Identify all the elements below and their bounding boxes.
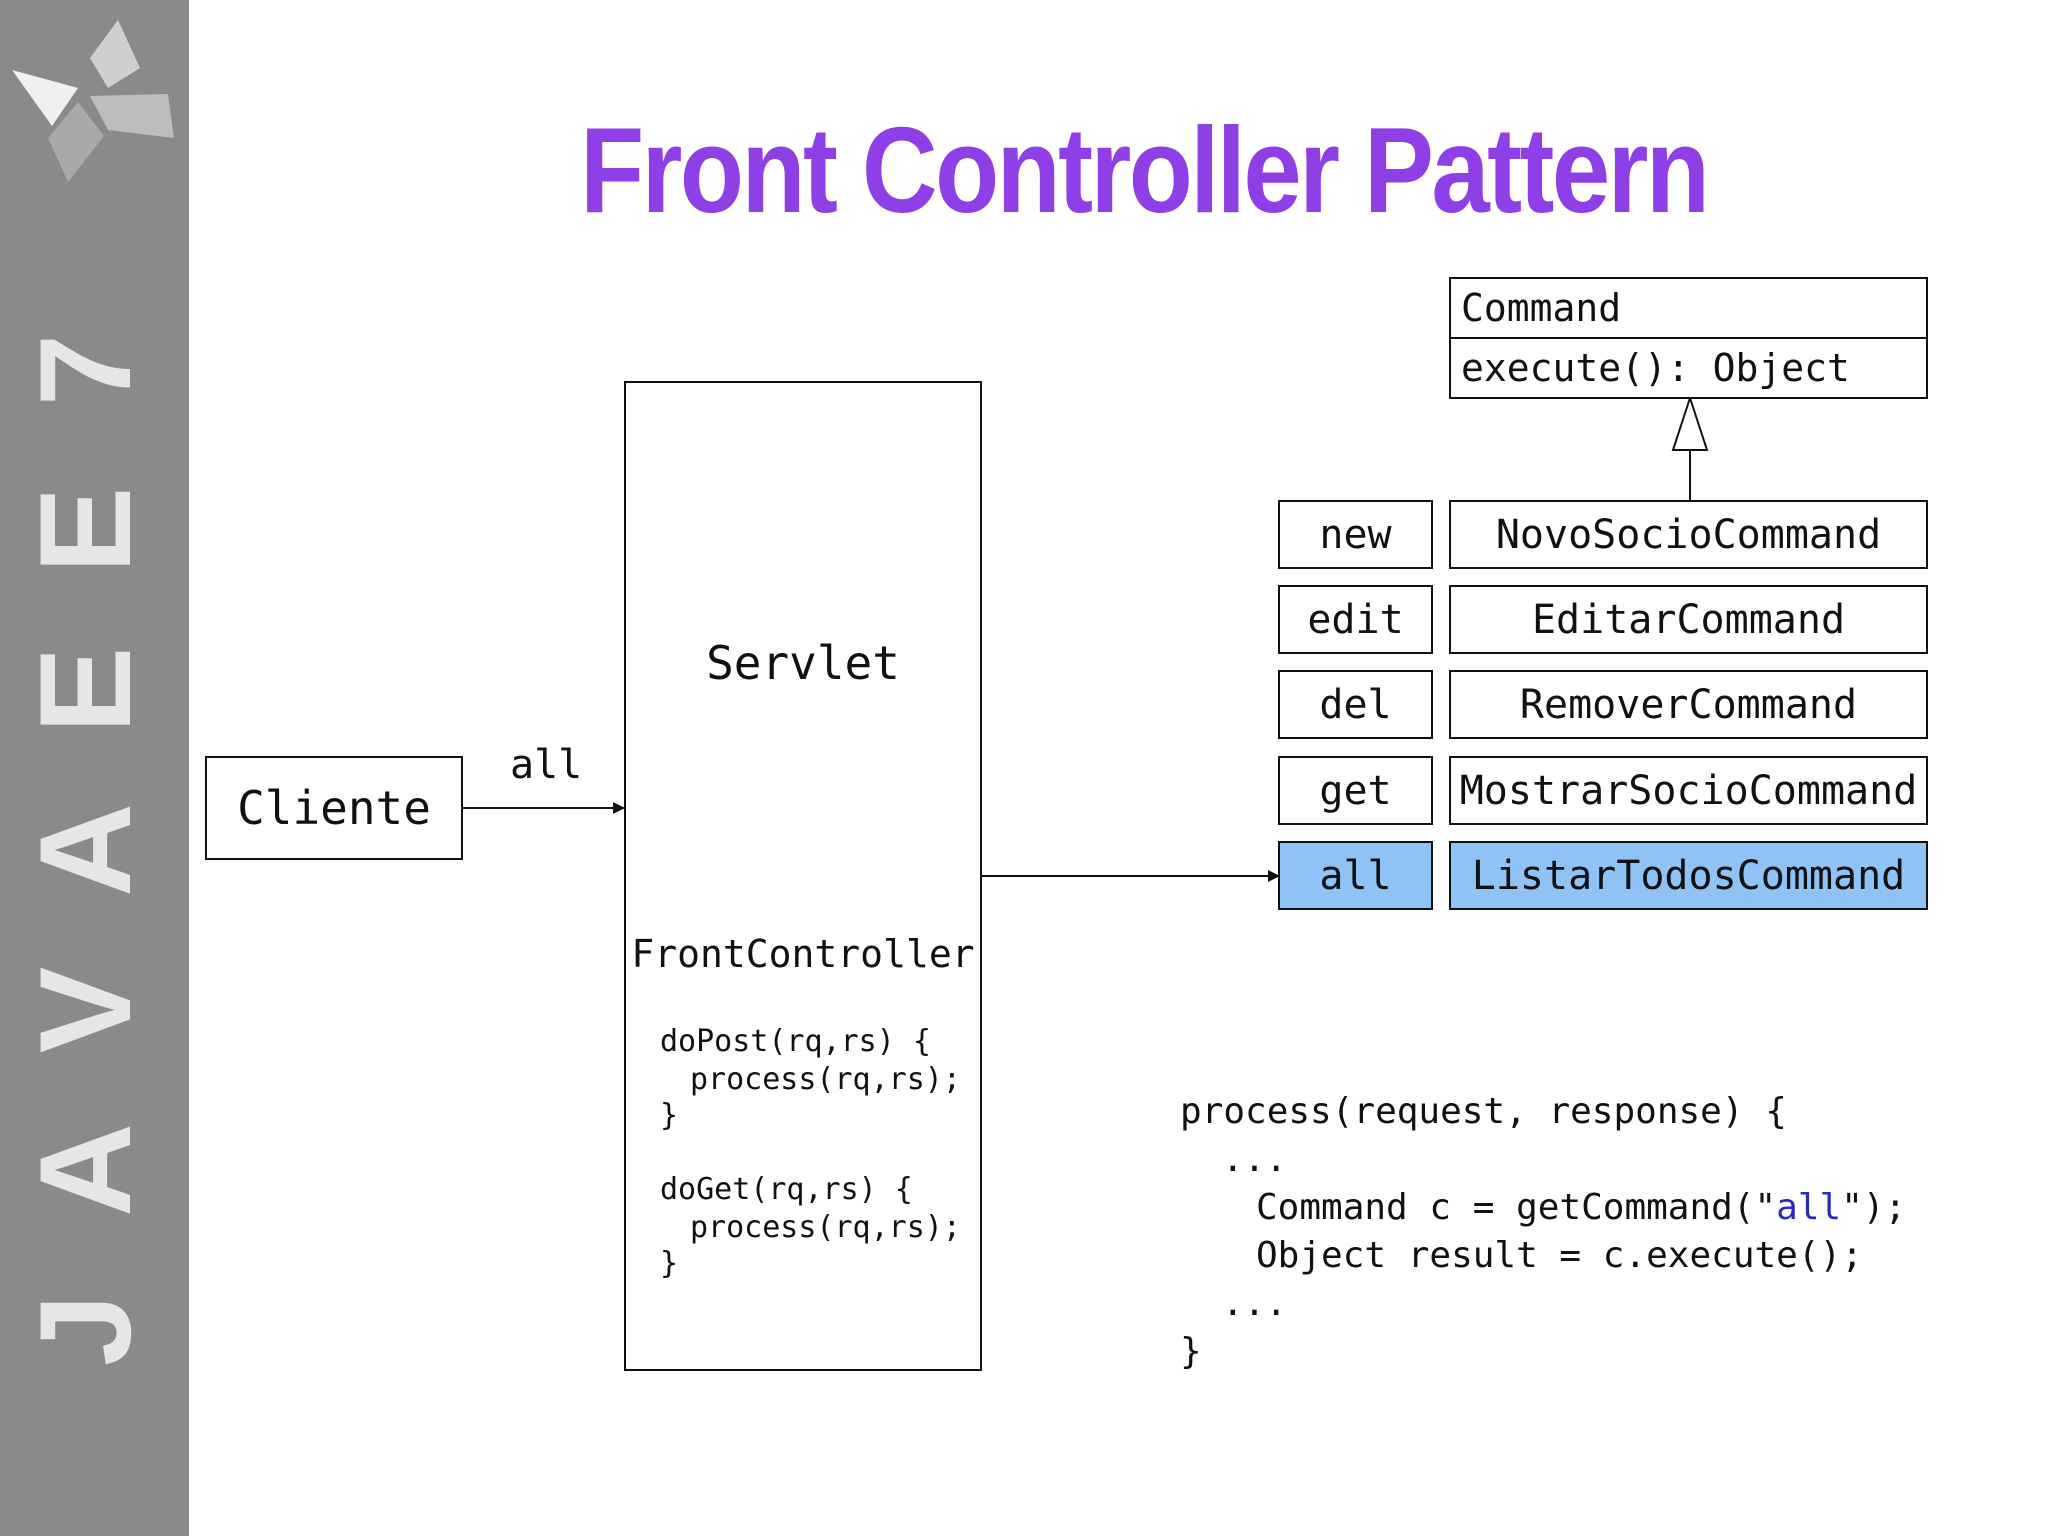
mapping-key-new: new	[1278, 500, 1433, 569]
page-title: Front Controller Pattern	[580, 102, 1710, 238]
get-command-code-end: ");	[1841, 1187, 1907, 1228]
command-class-editar: EditarCommand	[1449, 585, 1928, 654]
java-ee-logo-icon	[12, 20, 174, 182]
command-interface-operation: execute(): Object	[1461, 346, 1850, 390]
command-key-string: all	[1776, 1187, 1842, 1228]
process-signature: process(request, response) {	[1180, 1091, 1787, 1132]
mapping-key-get: get	[1278, 756, 1433, 825]
doget-close: }	[660, 1246, 679, 1281]
process-ellipsis-top: ...	[1222, 1139, 1288, 1180]
client-box: Cliente	[205, 756, 463, 860]
command-class-listar-todos: ListarTodosCommand	[1449, 841, 1928, 910]
mapping-key-del: del	[1278, 670, 1433, 739]
doget-signature: doGet(rq,rs) {	[660, 1172, 913, 1207]
mapping-key-edit: edit	[1278, 585, 1433, 654]
sidebar: 7 E E A V A J	[0, 0, 189, 1536]
dopost-signature: doPost(rq,rs) {	[660, 1024, 931, 1059]
process-close: }	[1180, 1331, 1202, 1372]
process-line-get-command: Command c = getCommand("all");	[1256, 1184, 1906, 1232]
dopost-close: }	[660, 1098, 679, 1133]
command-class-remover: RemoverCommand	[1449, 670, 1928, 739]
command-interface: Command execute(): Object	[1449, 277, 1928, 399]
client-label: Cliente	[237, 781, 431, 835]
command-interface-name: Command	[1451, 279, 1926, 339]
command-class-mostrar-socio: MostrarSocioCommand	[1449, 756, 1928, 825]
get-command-code: Command c = getCommand("	[1256, 1187, 1777, 1228]
process-line-execute: Object result = c.execute();	[1256, 1235, 1863, 1276]
command-class-novo-socio: NovoSocioCommand	[1449, 500, 1928, 569]
front-controller-label: FrontController	[631, 932, 975, 976]
mapping-key-all: all	[1278, 841, 1433, 910]
process-ellipsis-bottom: ...	[1222, 1283, 1288, 1324]
dopost-body: process(rq,rs);	[690, 1062, 961, 1097]
inheritance-arrowhead-icon	[1671, 394, 1709, 451]
servlet-label: Servlet	[706, 636, 900, 690]
client-edge-label: all	[510, 742, 583, 788]
servlet-box	[624, 381, 982, 1371]
doget-body: process(rq,rs);	[690, 1210, 961, 1245]
